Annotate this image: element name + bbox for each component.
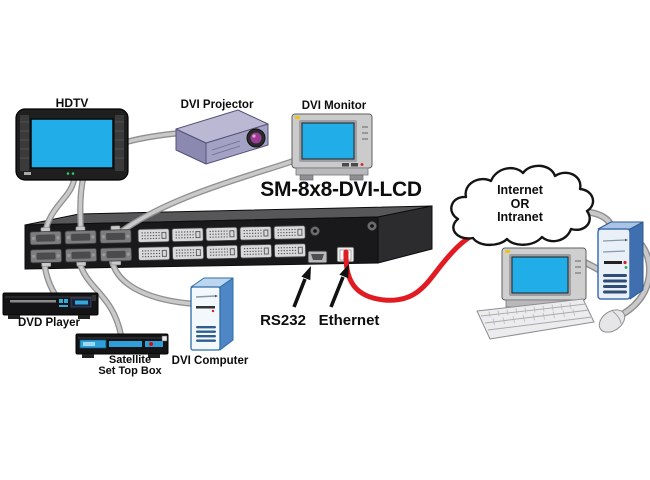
mouse-illustration (598, 309, 626, 333)
satellite-cable (77, 259, 123, 337)
projector-illustration (175, 109, 269, 165)
cloud-label-line1: Internet (497, 183, 543, 197)
monitor-illustration (291, 113, 373, 181)
hdtv-illustration (15, 108, 129, 181)
satellite-box-illustration (75, 333, 169, 358)
ethernet-arrow (329, 264, 349, 308)
satellite-label-line2: Set Top Box (98, 365, 162, 377)
hdtv-cable (43, 178, 76, 236)
ethernet-label: Ethernet (318, 312, 380, 329)
hdtv-label: HDTV (55, 96, 89, 110)
dvd-player-illustration (2, 292, 99, 319)
monitor-label: DVI Monitor (301, 100, 367, 112)
satellite-label-line1: Satellite (108, 354, 152, 366)
monitor-cable (112, 158, 298, 239)
rs232-label: RS232 (260, 312, 306, 329)
cloud-label-line2: OR (510, 196, 530, 211)
cloud-label: Internet OR Intranet (470, 183, 570, 225)
power-jacks (309, 220, 378, 237)
dvd-player-label: DVD Player (17, 317, 80, 329)
dvi-computer-label: DVI Computer (171, 355, 249, 367)
ethernet-cable-red (343, 228, 482, 303)
rs232-port (307, 250, 328, 264)
keyboard-illustration (476, 298, 595, 340)
projector-label: DVI Projector (180, 99, 254, 111)
dvi-computer-illustration (190, 277, 234, 351)
rs232-arrow (292, 266, 311, 308)
computer-cable (110, 259, 198, 306)
dvi-connector-panel (29, 225, 307, 267)
switch-title: SM-8x8-DVI-LCD (260, 178, 422, 201)
cloud-label-line3: Intranet (497, 210, 543, 224)
satellite-label: Satellite Set Top Box (80, 355, 180, 377)
pc-tower-illustration (597, 221, 644, 300)
cloud-shape (450, 164, 595, 247)
